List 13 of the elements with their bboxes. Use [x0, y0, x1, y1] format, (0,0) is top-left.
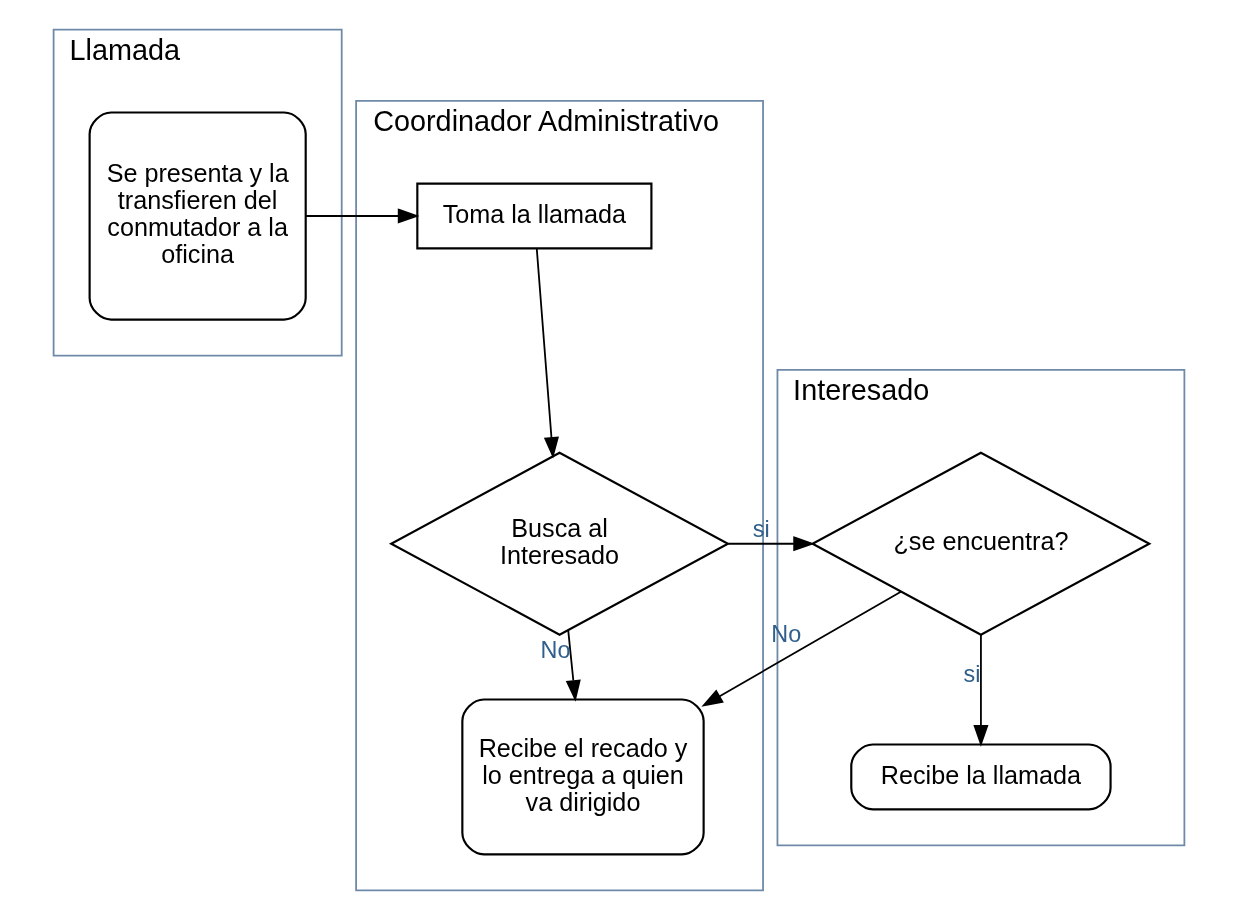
- arrow: [535, 248, 559, 459]
- node-box: Toma la llamada: [415, 182, 652, 250]
- node-box: Recibe el recado y lo entrega a quien va dirigido: [460, 698, 705, 856]
- arrow: [972, 634, 988, 747]
- node-diamond: Busca al Interesado: [388, 451, 730, 636]
- node-box: Recibe la llamada: [849, 743, 1112, 811]
- edge-label: si: [962, 661, 980, 688]
- arrow: [565, 629, 581, 702]
- node-box: Se presenta y la transfieren del conmutador a la oficina: [88, 111, 307, 321]
- arrow: [700, 590, 902, 707]
- arrow: [726, 536, 815, 552]
- edge-label: No: [540, 637, 570, 664]
- arrow: [304, 208, 419, 224]
